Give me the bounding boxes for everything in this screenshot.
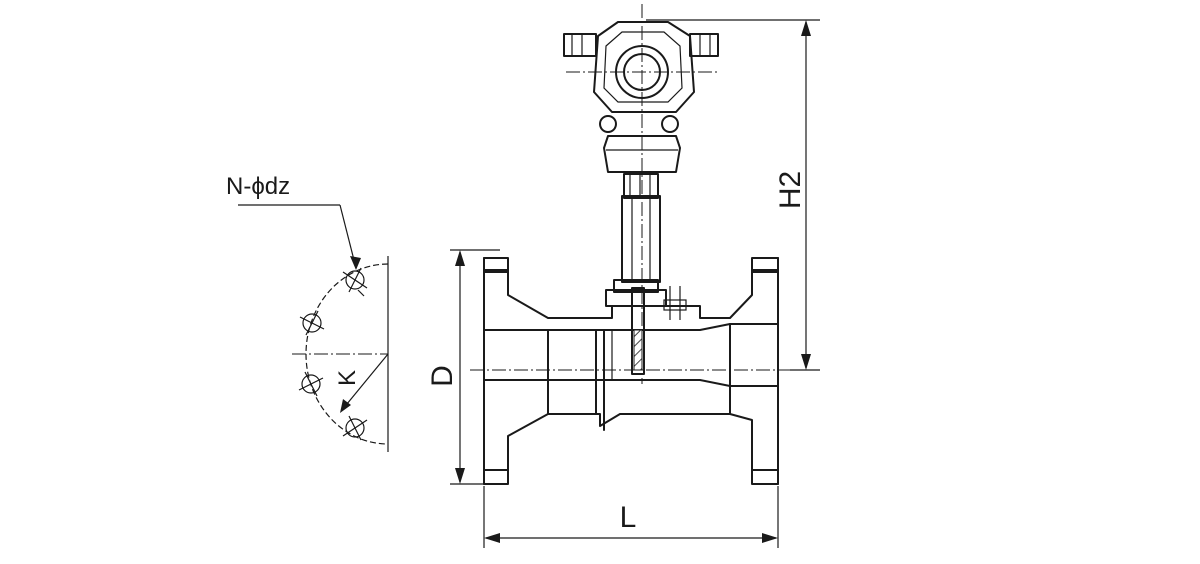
bolt-hole: [342, 267, 368, 293]
bolt-pattern-view: N-ϕdz K: [226, 173, 389, 452]
dimension-length: L: [483, 486, 779, 548]
transmitter-assembly: [563, 4, 719, 384]
bolt-hole: [342, 415, 368, 441]
dimension-height: H2: [646, 19, 820, 371]
meter-body: [470, 257, 820, 485]
height-label: H2: [774, 171, 807, 209]
dimension-diameter: D: [426, 249, 500, 485]
diameter-label: D: [426, 365, 459, 387]
bolt-hole: [299, 310, 325, 336]
bolt-hole: [298, 371, 324, 397]
bolt-circle-label: K: [334, 370, 361, 386]
bolt-circle-leader: [341, 353, 389, 411]
bolt-holes-label: N-ϕdz: [226, 173, 290, 200]
length-label: L: [620, 501, 637, 534]
